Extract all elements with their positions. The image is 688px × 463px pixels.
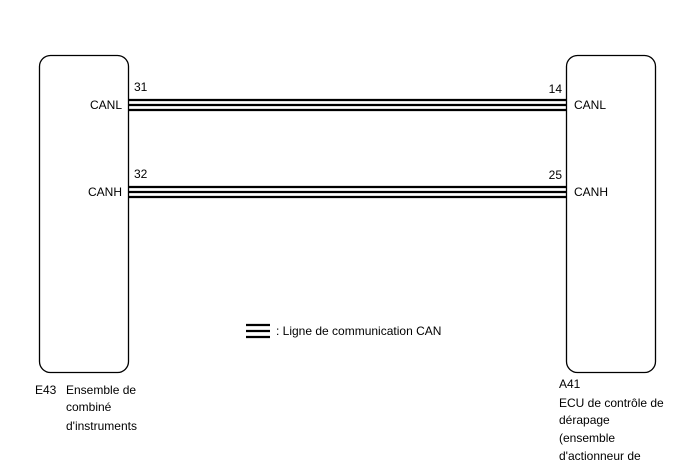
wire-canl xyxy=(128,98,566,112)
component-name-line: (ensemble xyxy=(559,431,615,445)
legend-text: : Ligne de communication CAN xyxy=(276,324,441,338)
component-name-line: d'actionneur de xyxy=(559,449,641,463)
component-name-line: dérapage xyxy=(559,413,610,427)
component-code-e43: E43 xyxy=(35,383,57,397)
signal-label-left-canl: CANL xyxy=(90,98,122,112)
signal-label-left-canh: CANH xyxy=(88,185,122,199)
component-name-line: combiné xyxy=(66,400,112,414)
component-name-line: ECU de contrôle de xyxy=(559,396,664,410)
component-box-a41 xyxy=(565,54,657,374)
pin-number-left-32: 32 xyxy=(134,167,148,181)
signal-label-right-canl: CANL xyxy=(574,98,606,112)
legend: : Ligne de communication CAN xyxy=(246,323,441,339)
component-box-e43 xyxy=(38,54,130,374)
component-name-line: Ensemble de xyxy=(66,383,136,397)
signal-label-right-canh: CANH xyxy=(574,185,608,199)
pin-number-right-25: 25 xyxy=(549,168,563,182)
pin-number-left-31: 31 xyxy=(134,80,148,94)
wire-canh xyxy=(128,185,566,199)
component-code-a41: A41 xyxy=(559,377,581,391)
component-caption-a41: A41 ECU de contrôle de dérapage (ensembl… xyxy=(559,377,664,463)
legend-can-line-symbol xyxy=(246,323,270,339)
component-name-line: d'instruments xyxy=(66,419,137,433)
pin-number-right-14: 14 xyxy=(549,82,563,96)
component-caption-e43: E43 Ensemble de combiné d'instruments xyxy=(35,383,137,433)
